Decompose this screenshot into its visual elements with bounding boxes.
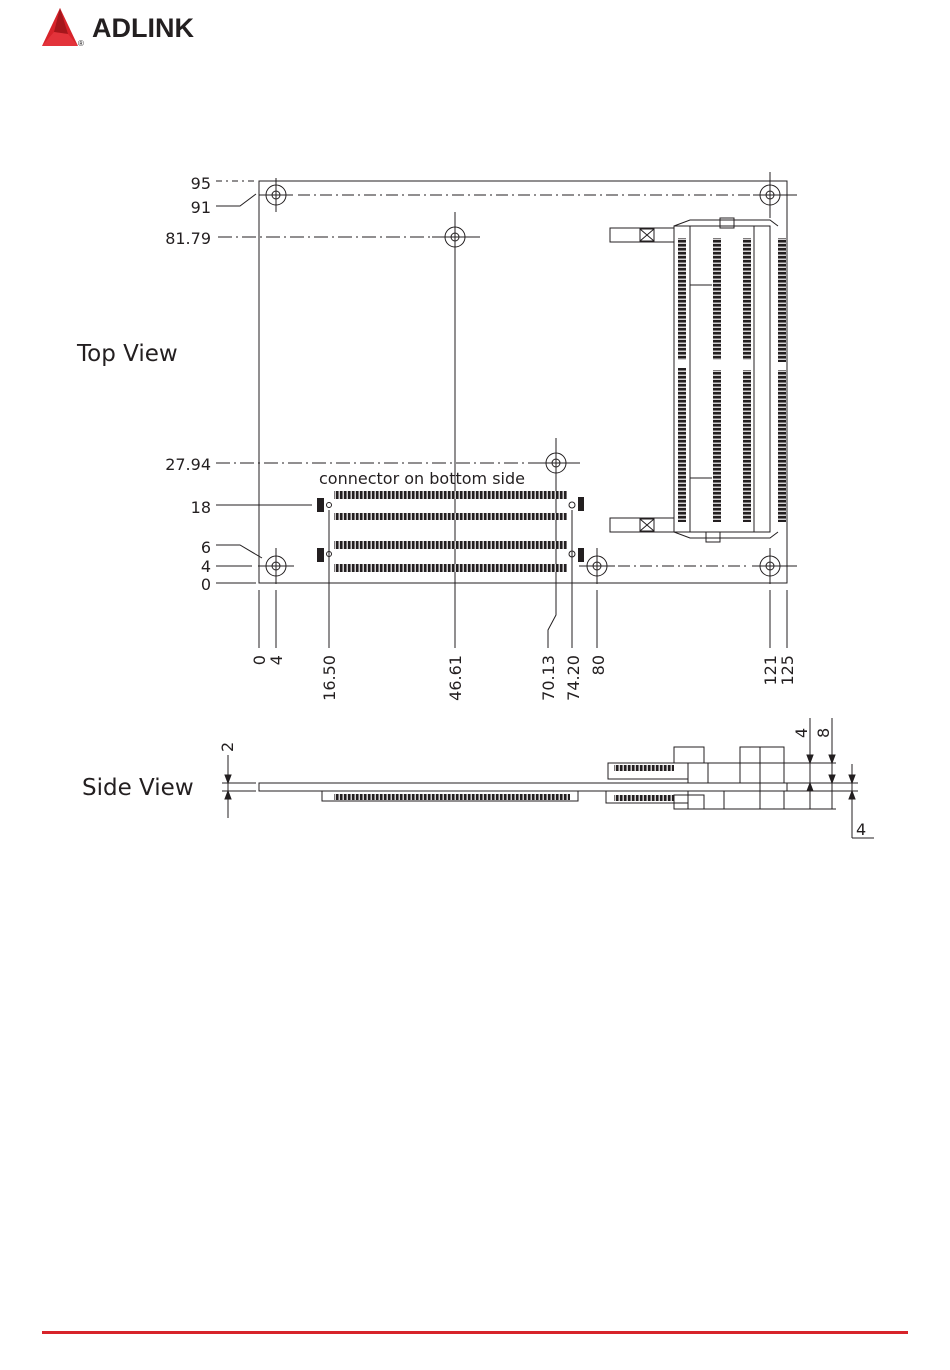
y-dim-0: 0 [201, 575, 211, 594]
side-dim-2: 2 [218, 742, 237, 752]
x-dim-70-13: 70.13 [539, 655, 558, 701]
mounting-hole-center [432, 212, 480, 262]
y-dim-4: 4 [201, 557, 211, 576]
x-dim-80: 80 [589, 655, 608, 675]
mounting-hole-top-left [259, 178, 293, 212]
y-dim-27-94: 27.94 [165, 455, 211, 474]
x-dim-125: 125 [778, 655, 797, 686]
mounting-hole-top-right [753, 172, 787, 218]
side-view-connector [334, 794, 570, 800]
y-dim-91: 91 [191, 198, 211, 217]
board-outline [259, 181, 787, 583]
connector-row-3 [334, 541, 567, 549]
x-dim-4: 4 [267, 655, 286, 665]
connector-row-4 [334, 564, 567, 572]
side-view-label: Side View [82, 775, 194, 801]
y-dim-18: 18 [191, 498, 211, 517]
connector-row-1 [334, 491, 567, 499]
side-dim-4-lower: 4 [856, 820, 866, 839]
mounting-hole-bottom-right [752, 548, 788, 584]
side-view-board [222, 718, 874, 838]
side-dim-4-upper: 4 [792, 728, 811, 738]
x-dim-16-50: 16.50 [320, 655, 339, 701]
sodimm-sockets [610, 218, 778, 542]
connector-note: connector on bottom side [319, 469, 525, 488]
mounting-hole-bottom-left [258, 548, 294, 584]
x-dim-46-61: 46.61 [446, 655, 465, 701]
mounting-hole-bottom-mid [579, 548, 615, 584]
footer-rule [42, 1331, 908, 1334]
bottom-connectors [317, 491, 584, 572]
top-view-label: Top View [77, 341, 178, 367]
y-dim-95: 95 [191, 174, 211, 193]
y-dim-81-79: 81.79 [165, 229, 211, 248]
top-view-x-dimensions: 0 4 16.50 46.61 70.13 74.20 80 121 125 [250, 655, 797, 701]
top-view-y-dimensions: 95 91 81.79 27.94 18 6 4 0 [165, 174, 211, 594]
x-dim-74-20: 74.20 [564, 655, 583, 701]
side-dim-8: 8 [814, 728, 833, 738]
y-dim-6: 6 [201, 538, 211, 557]
mounting-hole-lower-center [532, 438, 580, 488]
connector-row-2 [334, 513, 567, 520]
